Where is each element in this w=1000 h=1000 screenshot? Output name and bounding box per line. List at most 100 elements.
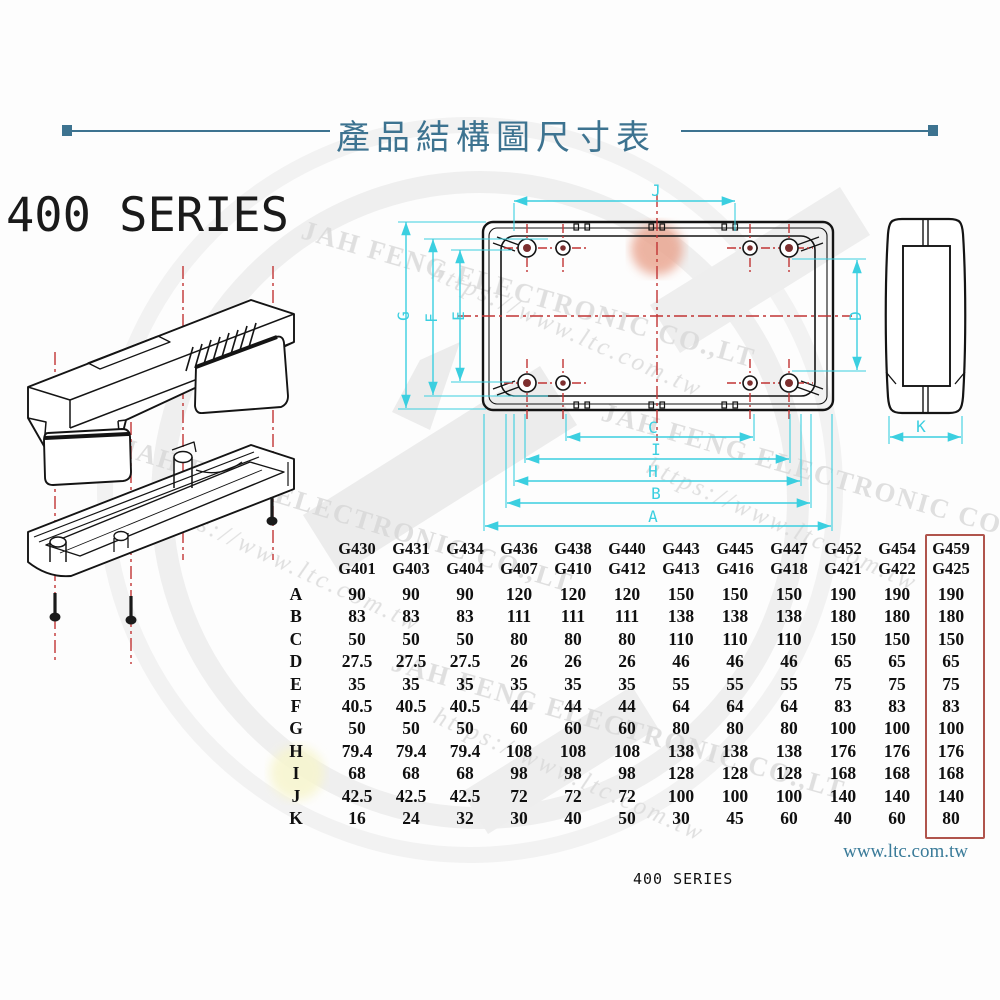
- dimension-value-cell: 55: [672, 673, 690, 694]
- title-line-right-endcap: [928, 125, 938, 136]
- dim-label-d: D: [846, 311, 865, 321]
- exploded-view-drawing: [27, 266, 295, 664]
- dimension-value-cell: 83: [888, 696, 906, 717]
- dimension-value-cell: 30: [510, 808, 528, 829]
- dimension-value-cell: 68: [348, 763, 366, 784]
- row-label-cell: A: [289, 584, 303, 604]
- dimension-value-cell: 26: [510, 651, 528, 672]
- dimension-value-cell: 46: [672, 651, 690, 672]
- row-label-cell: E: [290, 673, 302, 694]
- dimension-value-cell: 35: [510, 673, 528, 694]
- dimension-value-cell: 32: [456, 808, 474, 829]
- row-label-cell: B: [290, 606, 302, 627]
- dimension-value-cell: 80: [618, 628, 636, 649]
- dimension-value-cell: 176: [829, 740, 857, 761]
- dimension-value-cell: 100: [667, 785, 695, 806]
- series-heading: 400 SERIES: [6, 188, 289, 243]
- dimension-value-cell: 108: [505, 740, 533, 761]
- dimension-value-cell: 60: [780, 808, 798, 829]
- dimension-value-cell: 79.4: [395, 740, 427, 761]
- dimension-value-cell: 90: [456, 584, 474, 604]
- screw-boss: [517, 238, 799, 393]
- dimension-value-cell: 50: [348, 718, 366, 739]
- dimension-value-cell: 180: [883, 606, 911, 627]
- dimension-value-cell: 168: [937, 763, 965, 784]
- dim-label-j: J: [651, 181, 661, 200]
- dimension-value-cell: 24: [402, 808, 420, 829]
- row-label-cell: H: [289, 740, 303, 761]
- dimension-value-cell: 50: [618, 808, 636, 829]
- dimension-value-cell: 120: [505, 584, 533, 604]
- vent-slots: [185, 322, 257, 372]
- dimension-value-cell: 83: [456, 606, 474, 627]
- dimension-value-cell: 111: [614, 606, 640, 627]
- dimension-value-cell: 65: [942, 651, 960, 672]
- dim-label-e: E: [449, 311, 468, 321]
- dimension-drawing-top-view: J G F E D C I H B A: [394, 181, 866, 531]
- highlight-box-g459-column: [925, 534, 985, 839]
- dimension-value-cell: 138: [721, 740, 749, 761]
- dim-label-k: K: [916, 417, 926, 436]
- row-label-cell: K: [289, 808, 303, 829]
- dimension-value-cell: 150: [775, 584, 803, 604]
- dimension-value-cell: 110: [722, 628, 748, 649]
- dimension-value-cell: 50: [402, 718, 420, 739]
- dimension-value-cell: 98: [618, 763, 636, 784]
- dimension-value-cell: 176: [883, 740, 911, 761]
- footer-series-label: 400 SERIES: [633, 870, 734, 888]
- dimension-value-cell: 90: [402, 584, 420, 604]
- dimension-value-cell: 50: [456, 628, 474, 649]
- dimension-value-cell: 30: [672, 808, 690, 829]
- website-url: www.ltc.com.tw: [843, 841, 968, 862]
- dimension-value-cell: 108: [559, 740, 587, 761]
- dimension-value-cell: 60: [888, 808, 906, 829]
- dimension-value-cell: 72: [510, 785, 528, 806]
- dimension-value-cell: 26: [618, 651, 636, 672]
- dimension-value-cell: 110: [776, 628, 802, 649]
- dimension-value-cell: 100: [721, 785, 749, 806]
- dimension-value-cell: 55: [726, 673, 744, 694]
- dimension-value-cell: 83: [834, 696, 852, 717]
- dimension-value-cell: 128: [721, 763, 749, 784]
- dimension-value-cell: 46: [726, 651, 744, 672]
- dimension-value-cell: 100: [883, 718, 911, 739]
- dimension-value-cell: 42.5: [449, 785, 481, 806]
- dimension-value-cell: 64: [726, 696, 744, 717]
- dimension-value-cell: 180: [829, 606, 857, 627]
- dimension-value-cell: 176: [937, 740, 965, 761]
- corner-cell: [262, 537, 330, 583]
- dimension-value-cell: 72: [618, 785, 636, 806]
- dim-label-c: C: [648, 418, 658, 437]
- dim-label-g: G: [394, 311, 413, 321]
- dimension-value-cell: 60: [618, 718, 636, 739]
- row-label-cell: C: [289, 628, 303, 649]
- dimension-value-cell: 27.5: [395, 651, 427, 672]
- dimension-value-cell: 120: [559, 584, 587, 604]
- dimension-value-cell: 55: [780, 673, 798, 694]
- dimension-value-cell: 44: [564, 696, 582, 717]
- dimension-value-cell: 60: [510, 718, 528, 739]
- side-view-drawing: K: [884, 217, 967, 444]
- dimension-value-cell: 65: [888, 651, 906, 672]
- dimension-value-cell: 80: [942, 808, 960, 829]
- dimension-value-cell: 98: [564, 763, 582, 784]
- dimension-value-cell: 75: [888, 673, 906, 694]
- dimension-value-cell: 150: [667, 584, 695, 604]
- dimension-value-cell: 100: [937, 718, 965, 739]
- row-label-cell: F: [290, 696, 302, 717]
- row-label-cell: I: [292, 763, 300, 784]
